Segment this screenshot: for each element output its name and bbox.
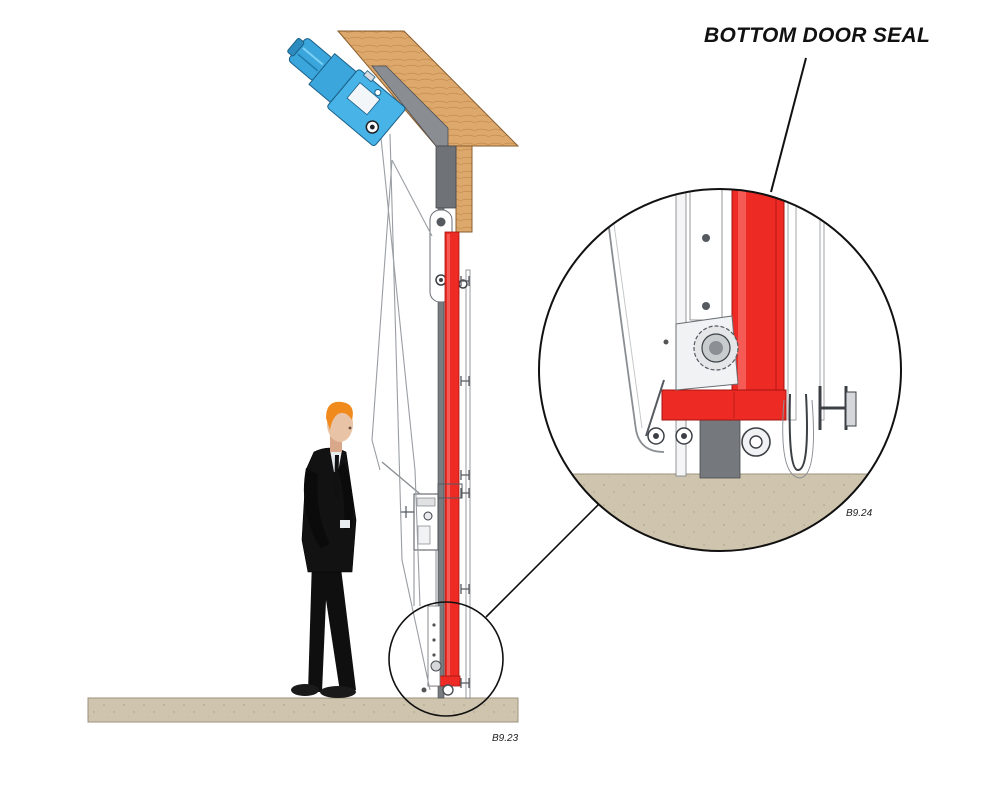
callout-leader-line xyxy=(485,503,600,618)
diagram-title: BOTTOM DOOR SEAL xyxy=(704,24,931,47)
figure-label-detail: B9.24 xyxy=(846,508,873,519)
pulley-wheel xyxy=(663,315,739,391)
floor-slab xyxy=(87,697,519,723)
figure-label-main: B9.23 xyxy=(492,733,519,744)
detail-callout-circle xyxy=(538,188,902,552)
detail-view xyxy=(539,189,901,551)
cables xyxy=(371,127,433,691)
motor-unit xyxy=(287,38,406,147)
wood-lintel xyxy=(336,30,520,233)
door-seal xyxy=(427,231,463,687)
bottom-hardware xyxy=(421,605,454,696)
detail-callout-circle-small xyxy=(388,601,504,717)
title-leader-line xyxy=(770,57,807,193)
rail-brackets xyxy=(460,276,470,688)
mid-drive-box xyxy=(381,461,439,606)
person-figure xyxy=(291,401,357,698)
guide-rail xyxy=(371,65,471,699)
